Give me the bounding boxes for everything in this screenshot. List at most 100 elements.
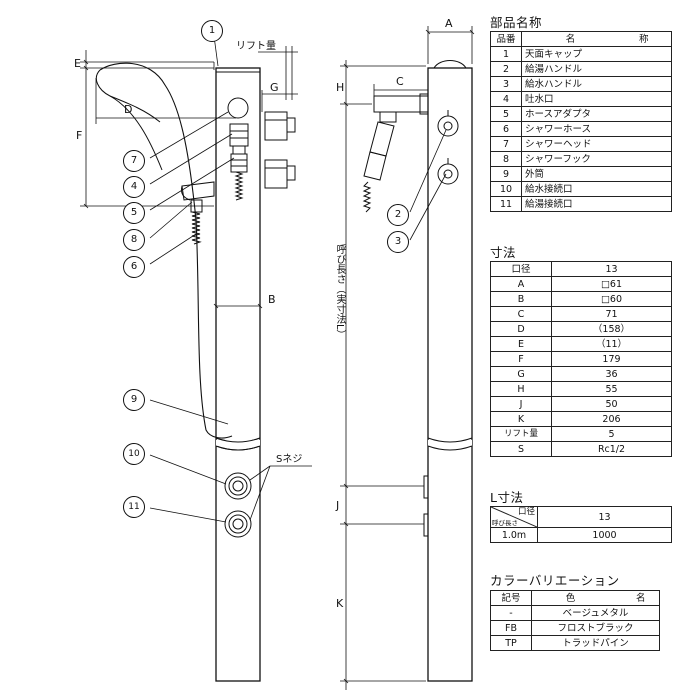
- dim-label-j: J: [336, 499, 340, 512]
- callout-7: 7: [123, 150, 145, 172]
- color-name: フロストブラック: [531, 620, 660, 636]
- nominal-length-label: 呼び長さ（実寸法L）: [334, 244, 345, 340]
- callout-8: 8: [123, 229, 145, 251]
- dim-value: 50: [551, 396, 672, 412]
- side-dimensions: [340, 26, 475, 690]
- ldims-value: 1000: [537, 527, 672, 543]
- part-name: 外筒: [521, 166, 672, 182]
- callout-5: 5: [123, 202, 145, 224]
- ldims-length: 1.0m: [490, 527, 538, 543]
- dim-key: C: [490, 306, 552, 322]
- part-name: シャワーホース: [521, 121, 672, 137]
- part-name: ホースアダプタ: [521, 106, 672, 122]
- part-no: 7: [490, 136, 522, 152]
- dim-key: B: [490, 291, 552, 307]
- dim-value: Rc1/2: [551, 441, 672, 457]
- dim-value: 36: [551, 366, 672, 382]
- dim-value: （11）: [551, 336, 672, 352]
- dim-key: D: [490, 321, 552, 337]
- parts-header-no: 品番: [490, 31, 522, 47]
- color-code: -: [490, 605, 532, 621]
- dim-value: 55: [551, 381, 672, 397]
- color-name: トラッドパイン: [531, 635, 660, 651]
- part-name: シャワーフック: [521, 151, 672, 167]
- s-screw-label: Sネジ: [276, 454, 303, 465]
- callout-4: 4: [123, 176, 145, 198]
- part-no: 9: [490, 166, 522, 182]
- part-name: 給水接続口: [521, 181, 672, 197]
- dim-label-f: F: [76, 129, 83, 142]
- colors-header-name-1: 色: [565, 592, 576, 604]
- callout-6: 6: [123, 256, 145, 278]
- parts-header-name: 名称: [521, 31, 672, 47]
- part-no: 3: [490, 76, 522, 92]
- dim-key: S: [490, 441, 552, 457]
- dim-key: G: [490, 366, 552, 382]
- dims-row: A□61: [490, 276, 672, 292]
- dim-value: 5: [551, 426, 672, 442]
- part-name: 給湯接続口: [521, 196, 672, 212]
- dim-value: □61: [551, 276, 672, 292]
- dim-value: 206: [551, 411, 672, 427]
- callout-2: 2: [387, 204, 409, 226]
- dim-key: A: [490, 276, 552, 292]
- dim-label-c: C: [396, 75, 404, 88]
- ldims-corner-cell: 口径 呼び長さ: [490, 506, 538, 528]
- dim-value: □60: [551, 291, 672, 307]
- dim-label-d: D: [124, 103, 133, 116]
- part-no: 4: [490, 91, 522, 107]
- dim-value: 71: [551, 306, 672, 322]
- front-view: [95, 62, 296, 682]
- dim-key: H: [490, 381, 552, 397]
- part-no: 5: [490, 106, 522, 122]
- colors-header-name-2: 名: [635, 592, 646, 604]
- lift-label: リフト量: [236, 41, 276, 52]
- dim-label-k: K: [336, 597, 344, 610]
- parts-title: 部品名称: [490, 15, 543, 30]
- dim-key: E: [490, 336, 552, 352]
- dim-label-g: G: [270, 81, 279, 94]
- dim-value: （158）: [551, 321, 672, 337]
- dim-key: K: [490, 411, 552, 427]
- parts-header-name-2: 称: [638, 33, 649, 45]
- ldims-head-bottom: 呼び長さ: [492, 519, 518, 527]
- dim-label-b: B: [268, 293, 276, 306]
- diagonal-line: [491, 507, 537, 527]
- ldims-header-row: 口径 呼び長さ 13: [490, 506, 672, 528]
- dim-value: 179: [551, 351, 672, 367]
- dims-row: D（158）: [490, 321, 672, 337]
- part-no: 8: [490, 151, 522, 167]
- dims-row: B□60: [490, 291, 672, 307]
- dim-label-a: A: [445, 17, 453, 30]
- dim-label-h: H: [336, 81, 345, 94]
- part-no: 1: [490, 46, 522, 62]
- part-name: 給水ハンドル: [521, 76, 672, 92]
- side-view: [362, 60, 473, 682]
- colors-header-row: 記号 色名: [490, 590, 660, 606]
- part-name: シャワーヘッド: [521, 136, 672, 152]
- front-dimensions: [80, 46, 312, 521]
- color-name: ベージュメタル: [531, 605, 660, 621]
- dims-row: E（11）: [490, 336, 672, 352]
- callout-leaders: [149, 35, 447, 523]
- ldims-head-value: 13: [537, 506, 672, 528]
